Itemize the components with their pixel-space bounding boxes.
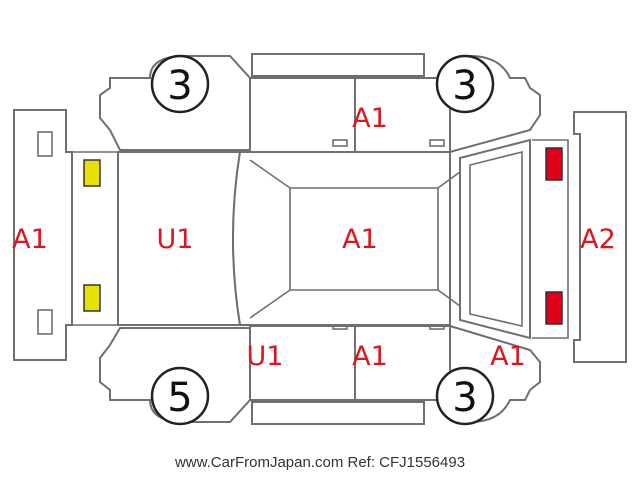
bottom-side-panels: [249, 322, 451, 425]
code-rear-quarter-bottom: A1: [490, 341, 526, 372]
front-light-bottom: [83, 284, 101, 312]
code-bottom-rear-door: A1: [352, 341, 388, 372]
code-bottom-front-door: U1: [247, 341, 284, 372]
tire-front-top-label: 3: [167, 63, 192, 109]
code-roof: A1: [342, 224, 378, 255]
tire-rear-top-label: 3: [452, 63, 477, 109]
code-front-bumper: A1: [12, 224, 48, 255]
code-rear-bumper: A2: [580, 224, 616, 255]
code-top-doors: A1: [352, 103, 388, 134]
tire-rear-bottom: 3: [435, 366, 495, 426]
tire-front-top: 3: [150, 54, 210, 114]
cabin: [232, 151, 461, 326]
trunk: [459, 138, 531, 340]
rear-light-top: [545, 147, 563, 181]
front-light-top: [83, 159, 101, 187]
rear-light-bottom: [545, 291, 563, 325]
tire-front-bottom-label: 5: [167, 375, 192, 421]
tire-rear-bottom-label: 3: [452, 375, 477, 421]
code-hood: U1: [157, 224, 194, 255]
tire-rear-top: 3: [435, 54, 495, 114]
rear-bumper: [573, 111, 627, 363]
footer-reference: www.CarFromJapan.com Ref: CFJ1556493: [174, 454, 466, 471]
tire-front-bottom: 5: [150, 366, 210, 426]
top-side-panels: [249, 53, 451, 153]
